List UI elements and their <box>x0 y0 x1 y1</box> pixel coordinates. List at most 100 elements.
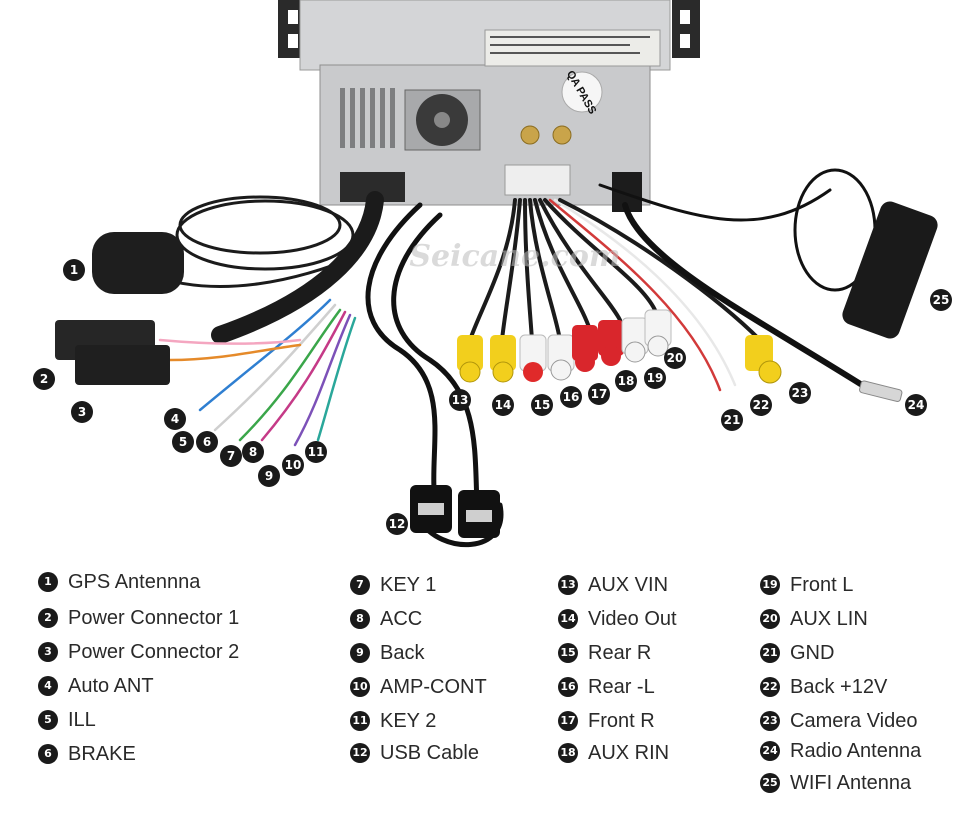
callout-22: 22 <box>750 394 772 416</box>
callout-23: 23 <box>789 382 811 404</box>
wiring-harness-illustration: QA PASS <box>55 0 938 548</box>
legend-number: 5 <box>38 710 58 730</box>
callout-18: 18 <box>615 370 637 392</box>
callout-19: 19 <box>644 367 666 389</box>
legend-number: 8 <box>350 609 370 629</box>
legend-label: Front R <box>588 709 655 732</box>
legend-label: Rear R <box>588 641 652 664</box>
legend-item: 7 KEY 1 <box>350 571 436 599</box>
watermark: Seicane.com <box>409 239 620 274</box>
legend-label: AMP-CONT <box>380 675 487 698</box>
callout-11: 11 <box>305 441 327 463</box>
power-connectors <box>55 320 170 385</box>
legend-label: Camera Video <box>790 709 918 732</box>
legend-label: ACC <box>380 607 423 630</box>
legend-label: Rear -L <box>588 675 655 698</box>
legend-item: 23 Camera Video <box>760 707 917 735</box>
callout-5: 5 <box>172 431 194 453</box>
usb-ports <box>410 485 500 538</box>
legend-number: 15 <box>558 643 578 663</box>
head-unit <box>278 0 700 212</box>
legend-item: 12 USB Cable <box>350 739 479 767</box>
legend-number: 19 <box>760 575 780 595</box>
legend-item: 18 AUX RIN <box>558 739 669 767</box>
legend-label: Power Connector 2 <box>68 640 240 663</box>
callout-1: 1 <box>63 259 85 281</box>
callout-10: 10 <box>282 454 304 476</box>
legend-item: 8 ACC <box>350 605 422 633</box>
legend-number: 4 <box>38 676 58 696</box>
legend-item: 25 WIFI Antenna <box>760 769 911 797</box>
legend-number: 17 <box>558 711 578 731</box>
legend-item: 11 KEY 2 <box>350 707 436 735</box>
callout-17: 17 <box>588 383 610 405</box>
legend-label: GPS Antennna <box>68 570 201 593</box>
legend-label: KEY 2 <box>380 709 437 732</box>
gps-antenna <box>92 232 184 294</box>
legend-label: Auto ANT <box>68 674 154 697</box>
legend-item: 17 Front R <box>558 707 655 735</box>
legend-item: 22 Back +12V <box>760 673 887 701</box>
cables <box>148 168 877 548</box>
legend-item: 6 BRAKE <box>38 740 136 768</box>
legend-label: AUX RIN <box>588 741 670 764</box>
legend-number: 11 <box>350 711 370 731</box>
legend-label: BRAKE <box>68 742 136 765</box>
legend-number: 6 <box>38 744 58 764</box>
legend-label: KEY 1 <box>380 573 437 596</box>
legend-item: 1 GPS Antennna <box>38 568 200 596</box>
legend-item: 13 AUX VIN <box>558 571 668 599</box>
callout-14: 14 <box>492 394 514 416</box>
callout-3: 3 <box>71 401 93 423</box>
legend-label: Back <box>380 641 425 664</box>
legend-label: Back +12V <box>790 675 888 698</box>
legend-label: Front L <box>790 573 854 596</box>
legend-number: 21 <box>760 643 780 663</box>
callout-24: 24 <box>905 394 927 416</box>
legend-item: 10 AMP-CONT <box>350 673 487 701</box>
wifi-antenna <box>842 201 938 339</box>
callout-9: 9 <box>258 465 280 487</box>
callout-16: 16 <box>560 386 582 408</box>
legend-label: WIFI Antenna <box>790 771 912 794</box>
callout-12: 12 <box>386 513 408 535</box>
callout-4: 4 <box>164 408 186 430</box>
callout-25: 25 <box>930 289 952 311</box>
callout-15: 15 <box>531 394 553 416</box>
legend-number: 12 <box>350 743 370 763</box>
legend-item: 19 Front L <box>760 571 853 599</box>
legend-number: 2 <box>38 608 58 628</box>
legend-number: 23 <box>760 711 780 731</box>
legend-label: ILL <box>68 708 96 731</box>
callout-20: 20 <box>664 347 686 369</box>
radio-antenna-plug <box>859 380 903 402</box>
legend-label: USB Cable <box>380 741 479 764</box>
legend-number: 13 <box>558 575 578 595</box>
legend-label: Radio Antenna <box>790 739 922 762</box>
legend-number: 9 <box>350 643 370 663</box>
legend-item: 4 Auto ANT <box>38 672 154 700</box>
legend-label: AUX LIN <box>790 607 868 630</box>
legend-number: 22 <box>760 677 780 697</box>
legend-item: 15 Rear R <box>558 639 651 667</box>
legend-item: 20 AUX LIN <box>760 605 868 633</box>
legend-number: 7 <box>350 575 370 595</box>
callout-7: 7 <box>220 445 242 467</box>
legend-item: 9 Back <box>350 639 424 667</box>
legend-number: 1 <box>38 572 58 592</box>
legend-label: Video Out <box>588 607 677 630</box>
legend-item: 14 Video Out <box>558 605 677 633</box>
legend-number: 25 <box>760 773 780 793</box>
callout-2: 2 <box>33 368 55 390</box>
legend-number: 10 <box>350 677 370 697</box>
legend-number: 20 <box>760 609 780 629</box>
legend-item: 5 ILL <box>38 706 96 734</box>
legend-number: 14 <box>558 609 578 629</box>
legend-label: AUX VIN <box>588 573 669 596</box>
legend-number: 18 <box>558 743 578 763</box>
